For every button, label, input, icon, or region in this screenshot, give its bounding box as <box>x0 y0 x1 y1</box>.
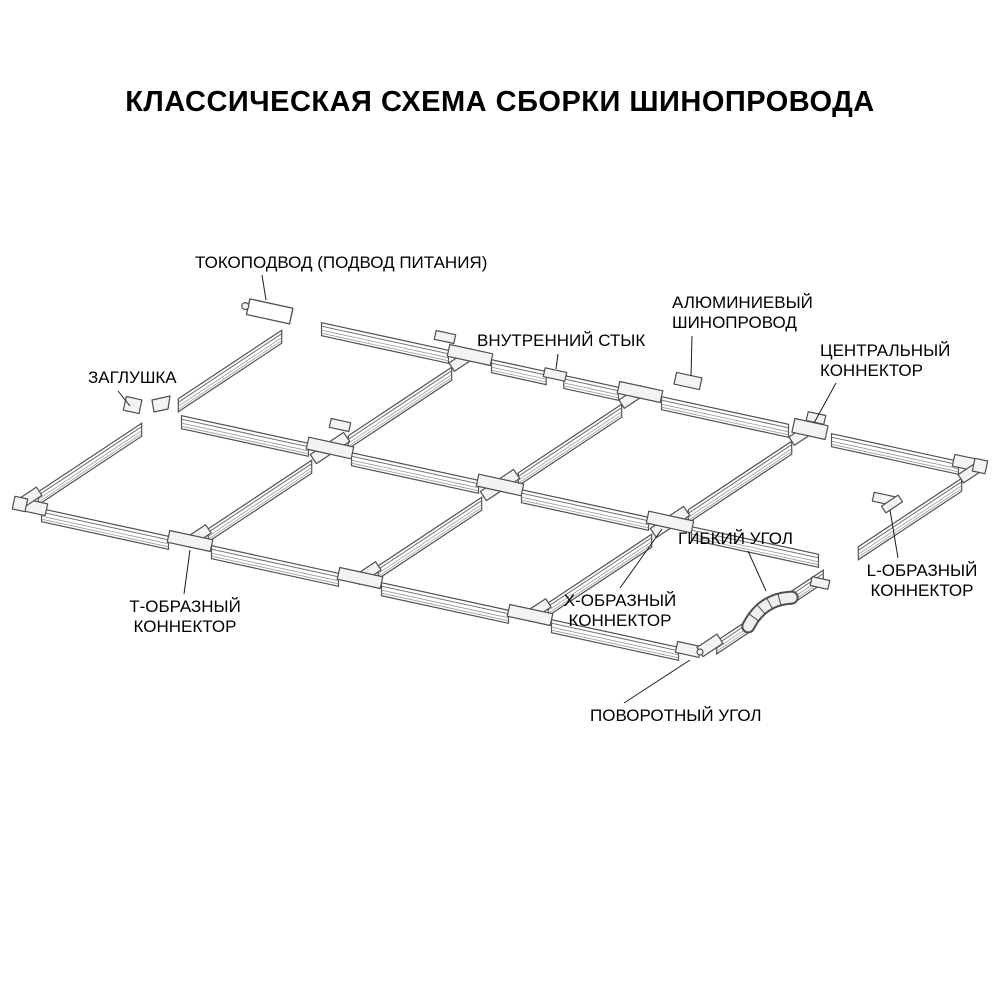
leader-inner-joint <box>555 353 559 370</box>
leader-l-connector <box>889 509 899 559</box>
leader-flexible <box>747 550 767 592</box>
label-aluminum-line1: АЛЮМИНИЕВЫЙ <box>672 293 813 312</box>
label-central-connector: ЦЕНТРАЛЬНЫЙ КОННЕКТОР <box>820 341 950 382</box>
label-t-connector: Т-ОБРАЗНЫЙ КОННЕКТОР <box>123 597 247 638</box>
label-flexible-text: ГИБКИЙ УГОЛ <box>678 529 793 548</box>
label-l-connector-line1: L-ОБРАЗНЫЙ <box>866 561 978 580</box>
label-inner-joint: ВНУТРЕННИЙ СТЫК <box>477 331 645 351</box>
label-flexible-corner: ГИБКИЙ УГОЛ <box>678 529 793 549</box>
label-x-connector-line1: Х-ОБРАЗНЫЙ <box>563 591 677 610</box>
label-rotating-corner: ПОВОРОТНЫЙ УГОЛ <box>590 706 762 726</box>
page-title: КЛАССИЧЕСКАЯ СХЕМА СБОРКИ ШИНОПРОВОДА <box>125 86 875 118</box>
label-power-feed: ТОКОПОДВОД (ПОДВОД ПИТАНИЯ) <box>195 253 487 273</box>
label-aluminum-track: АЛЮМИНИЕВЫЙ ШИНОПРОВОД <box>672 293 813 334</box>
leader-lines <box>117 274 899 704</box>
leader-x-connector <box>619 528 663 589</box>
track-grid <box>37 321 963 662</box>
leader-t-connector <box>183 549 191 595</box>
label-x-connector: Х-ОБРАЗНЫЙ КОННЕКТОР <box>558 591 682 632</box>
connectors <box>11 298 989 659</box>
leader-power-feed <box>261 274 267 301</box>
label-l-connector: L-ОБРАЗНЫЙ КОННЕКТОР <box>864 561 980 602</box>
label-end-cap: ЗАГЛУШКА <box>88 368 177 388</box>
leader-aluminum <box>690 335 693 377</box>
label-t-connector-line1: Т-ОБРАЗНЫЙ <box>129 597 241 616</box>
label-rotating-text: ПОВОРОТНЫЙ УГОЛ <box>590 706 762 725</box>
label-aluminum-line2: ШИНОПРОВОД <box>672 313 797 333</box>
leader-central <box>813 382 837 424</box>
label-power-feed-text: ТОКОПОДВОД (ПОДВОД ПИТАНИЯ) <box>195 253 488 272</box>
label-l-connector-line2: КОННЕКТОР <box>870 581 974 601</box>
leader-rotating <box>623 659 691 704</box>
label-t-connector-line2: КОННЕКТОР <box>133 617 237 637</box>
label-central-line1: ЦЕНТРАЛЬНЫЙ <box>820 341 951 360</box>
leader-end-cap <box>117 390 131 407</box>
label-x-connector-line2: КОННЕКТОР <box>568 611 672 631</box>
label-central-line2: КОННЕКТОР <box>820 361 923 381</box>
label-inner-joint-text: ВНУТРЕННИЙ СТЫК <box>477 331 646 350</box>
label-end-cap-text: ЗАГЛУШКА <box>88 368 177 387</box>
